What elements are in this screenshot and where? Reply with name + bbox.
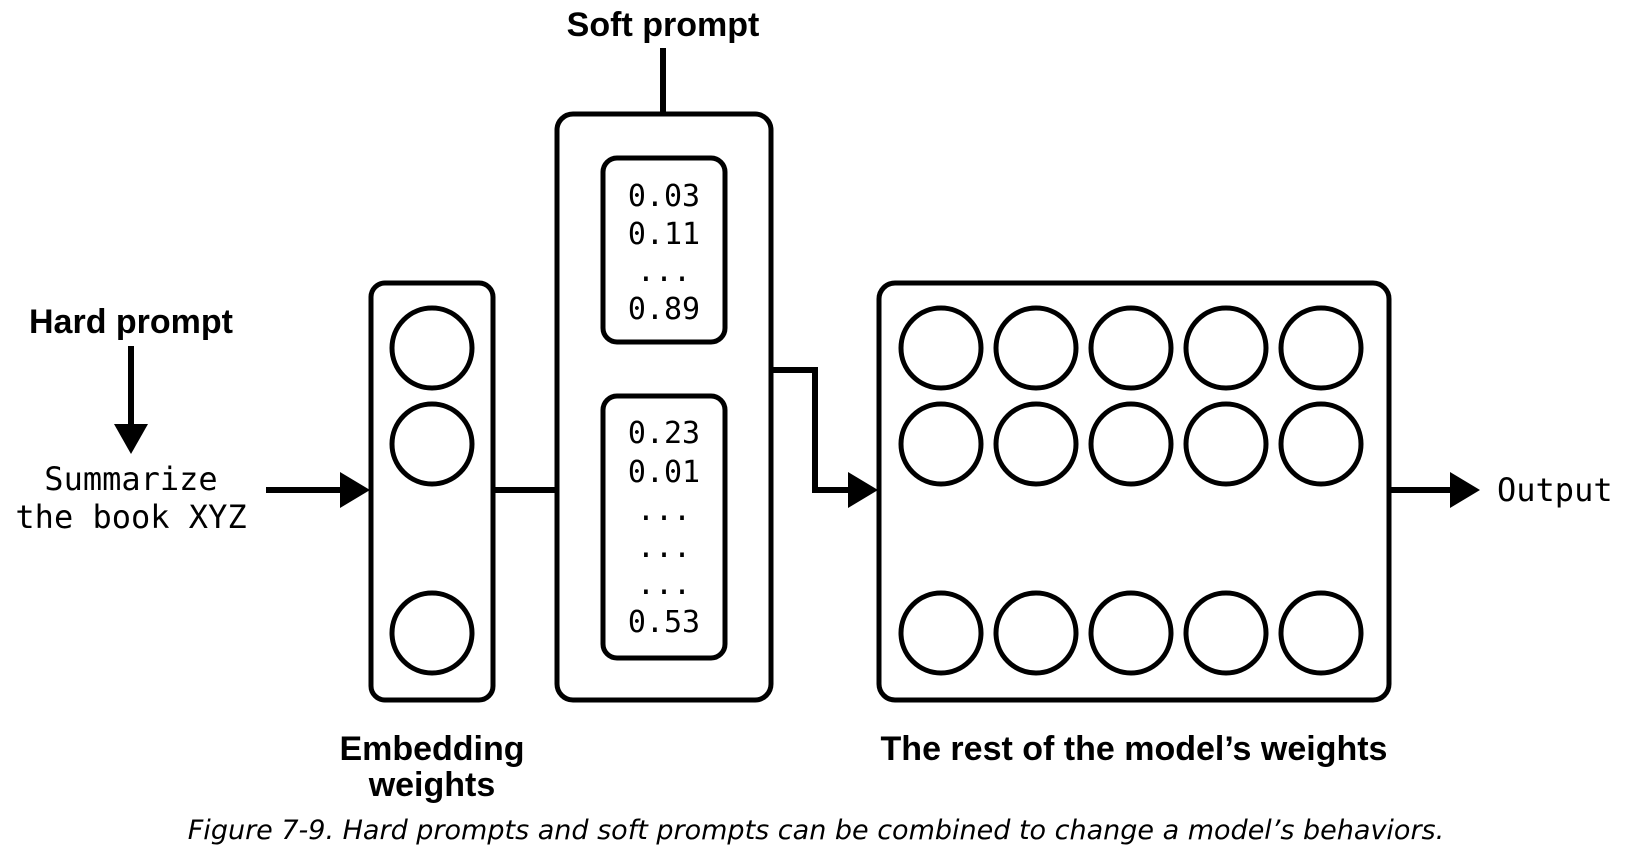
soft-prompt-vector-box (600, 155, 728, 345)
model-neuron (993, 401, 1079, 487)
embedding-value: 0.01 (628, 455, 700, 490)
model-neuron (1183, 305, 1269, 391)
soft-prompt-value: 0.03 (628, 179, 700, 214)
input-text-line2: the book XYZ (15, 498, 246, 536)
figure-caption: Figure 7-9. Hard prompts and soft prompt… (188, 815, 1444, 846)
soft-prompt-ellipsis: ... (637, 254, 691, 289)
hard-prompt-label: Hard prompt (29, 303, 233, 341)
model-neuron (1088, 305, 1174, 391)
model-to-output-arrow-head (1450, 472, 1480, 508)
soft-prompt-label: Soft prompt (567, 6, 760, 44)
embedding-ellipsis: ... (637, 567, 691, 602)
embedding-neuron (389, 590, 475, 676)
model-neuron (993, 590, 1079, 676)
embedding-value: 0.23 (628, 416, 700, 451)
embedding-value: 0.53 (628, 605, 700, 640)
rest-of-model-label: The rest of the model’s weights (881, 730, 1388, 768)
embedding-ellipsis: ... (637, 530, 691, 565)
embedding-weights-box (368, 280, 496, 703)
embedding-weights-label-line1: Embedding (339, 730, 524, 768)
model-neuron (1183, 401, 1269, 487)
soft-prompt-to-model-arrow-head (848, 472, 878, 508)
soft-prompt-value: 0.11 (628, 217, 700, 252)
model-neuron (993, 305, 1079, 391)
model-neuron (1278, 305, 1364, 391)
embedding-neuron (389, 305, 475, 391)
soft-prompt-value: 0.89 (628, 292, 700, 327)
model-neuron (898, 590, 984, 676)
embedding-neuron (389, 401, 475, 487)
embedding-ellipsis: ... (637, 493, 691, 528)
model-neuron (1278, 590, 1364, 676)
model-neuron (898, 401, 984, 487)
input-text-line1: Summarize (44, 460, 217, 498)
soft-prompt-to-model-connector (771, 367, 852, 493)
embedding-weights-label-line2: weights (368, 766, 496, 804)
model-neuron (1088, 401, 1174, 487)
model-neuron (1183, 590, 1269, 676)
hard-prompt-arrow-head (114, 424, 148, 454)
hard-prompt-embedding-vector-box (600, 393, 728, 661)
model-neuron (1088, 590, 1174, 676)
model-neuron (898, 305, 984, 391)
input-to-embedding-arrow-head (340, 472, 370, 508)
model-neuron (1278, 401, 1364, 487)
output-label: Output (1497, 471, 1613, 509)
